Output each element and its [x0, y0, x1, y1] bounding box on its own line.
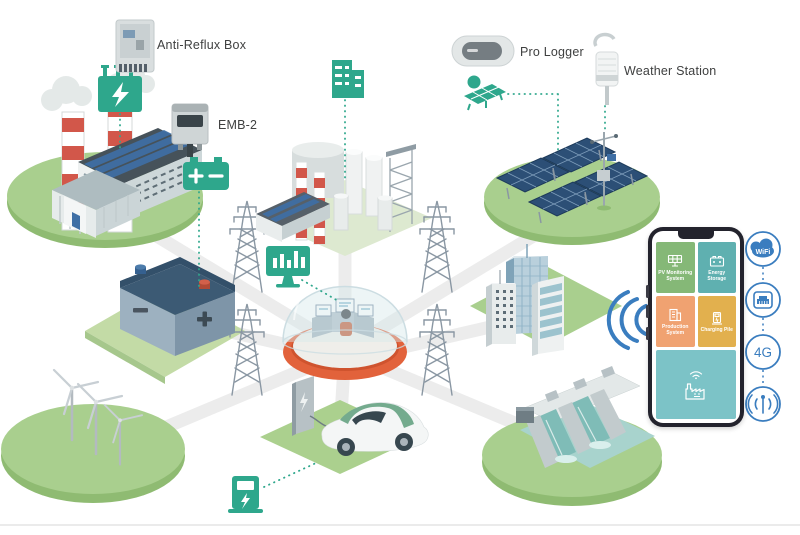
solar-panel-sun-icon [464, 75, 506, 111]
control-center-dome [282, 271, 408, 380]
battery-storage [120, 257, 235, 356]
devices [115, 19, 619, 157]
emb2-device [171, 103, 209, 157]
solar-panel-icon [668, 254, 683, 267]
battery-icon [709, 255, 724, 267]
app-tiles: PV Monitoring System Energy Storage Prod… [656, 242, 736, 347]
anti-reflux-box-device [115, 19, 155, 73]
phone-screen: PV Monitoring System Energy Storage Prod… [652, 231, 740, 423]
phone-footer [656, 350, 736, 419]
weather-station-device [593, 32, 619, 105]
ev-charger-icon [711, 311, 722, 325]
coal-power-plant [41, 63, 202, 238]
cellular-4g-label: 4G [754, 345, 772, 360]
tile-production-system: Production System [656, 296, 695, 347]
tile-label: Energy Storage [707, 269, 727, 282]
tile-charging-pile: Charging Pile [697, 296, 736, 347]
battery-plus-minus-icon [183, 157, 229, 190]
tile-energy-storage: Energy Storage [697, 242, 736, 293]
phone-notch [678, 231, 714, 239]
hydroelectric-dam [516, 366, 655, 468]
wifi-icon [689, 370, 703, 379]
connectivity-column: WiFi 4G [745, 231, 781, 422]
ev-charger-icon [228, 476, 263, 513]
smartphone: PV Monitoring System Energy Storage Prod… [646, 227, 744, 427]
tile-label: Charging Pile [700, 326, 733, 333]
ev-charging-station [292, 376, 429, 456]
dotted-connectors [119, 93, 606, 488]
phone-volume-button [646, 305, 649, 318]
building-icon [332, 60, 364, 98]
page-divider [0, 524, 800, 526]
emb2-label: EMB-2 [218, 118, 258, 132]
anti-reflux-box-label: Anti-Reflux Box [157, 38, 247, 52]
pro-logger-label: Pro Logger [520, 45, 584, 59]
tile-pv-monitoring: PV Monitoring System [656, 242, 695, 293]
weather-mast [590, 132, 618, 211]
antenna-icon [747, 394, 779, 414]
factory-icon [685, 382, 705, 400]
building-icon [669, 308, 682, 321]
wifi-label: WiFi [756, 249, 771, 256]
ethernet-port-icon [753, 291, 773, 309]
accessory-icons [98, 60, 506, 513]
weather-station-label: Weather Station [624, 64, 717, 78]
pro-logger-device [451, 35, 515, 67]
office-buildings [486, 244, 564, 356]
phone-volume-button [646, 285, 649, 298]
signal-waves-icon [606, 290, 648, 350]
tile-label: Production System [662, 323, 689, 336]
industrial-plant [256, 142, 416, 245]
phone-side-button [646, 327, 649, 340]
solar-farm [496, 132, 648, 224]
transformer-icon [98, 65, 142, 112]
wifi-cloud-icon: WiFi [750, 238, 774, 258]
monitoring-screen-icon [266, 246, 310, 288]
tile-label: PV Monitoring System [658, 269, 693, 282]
